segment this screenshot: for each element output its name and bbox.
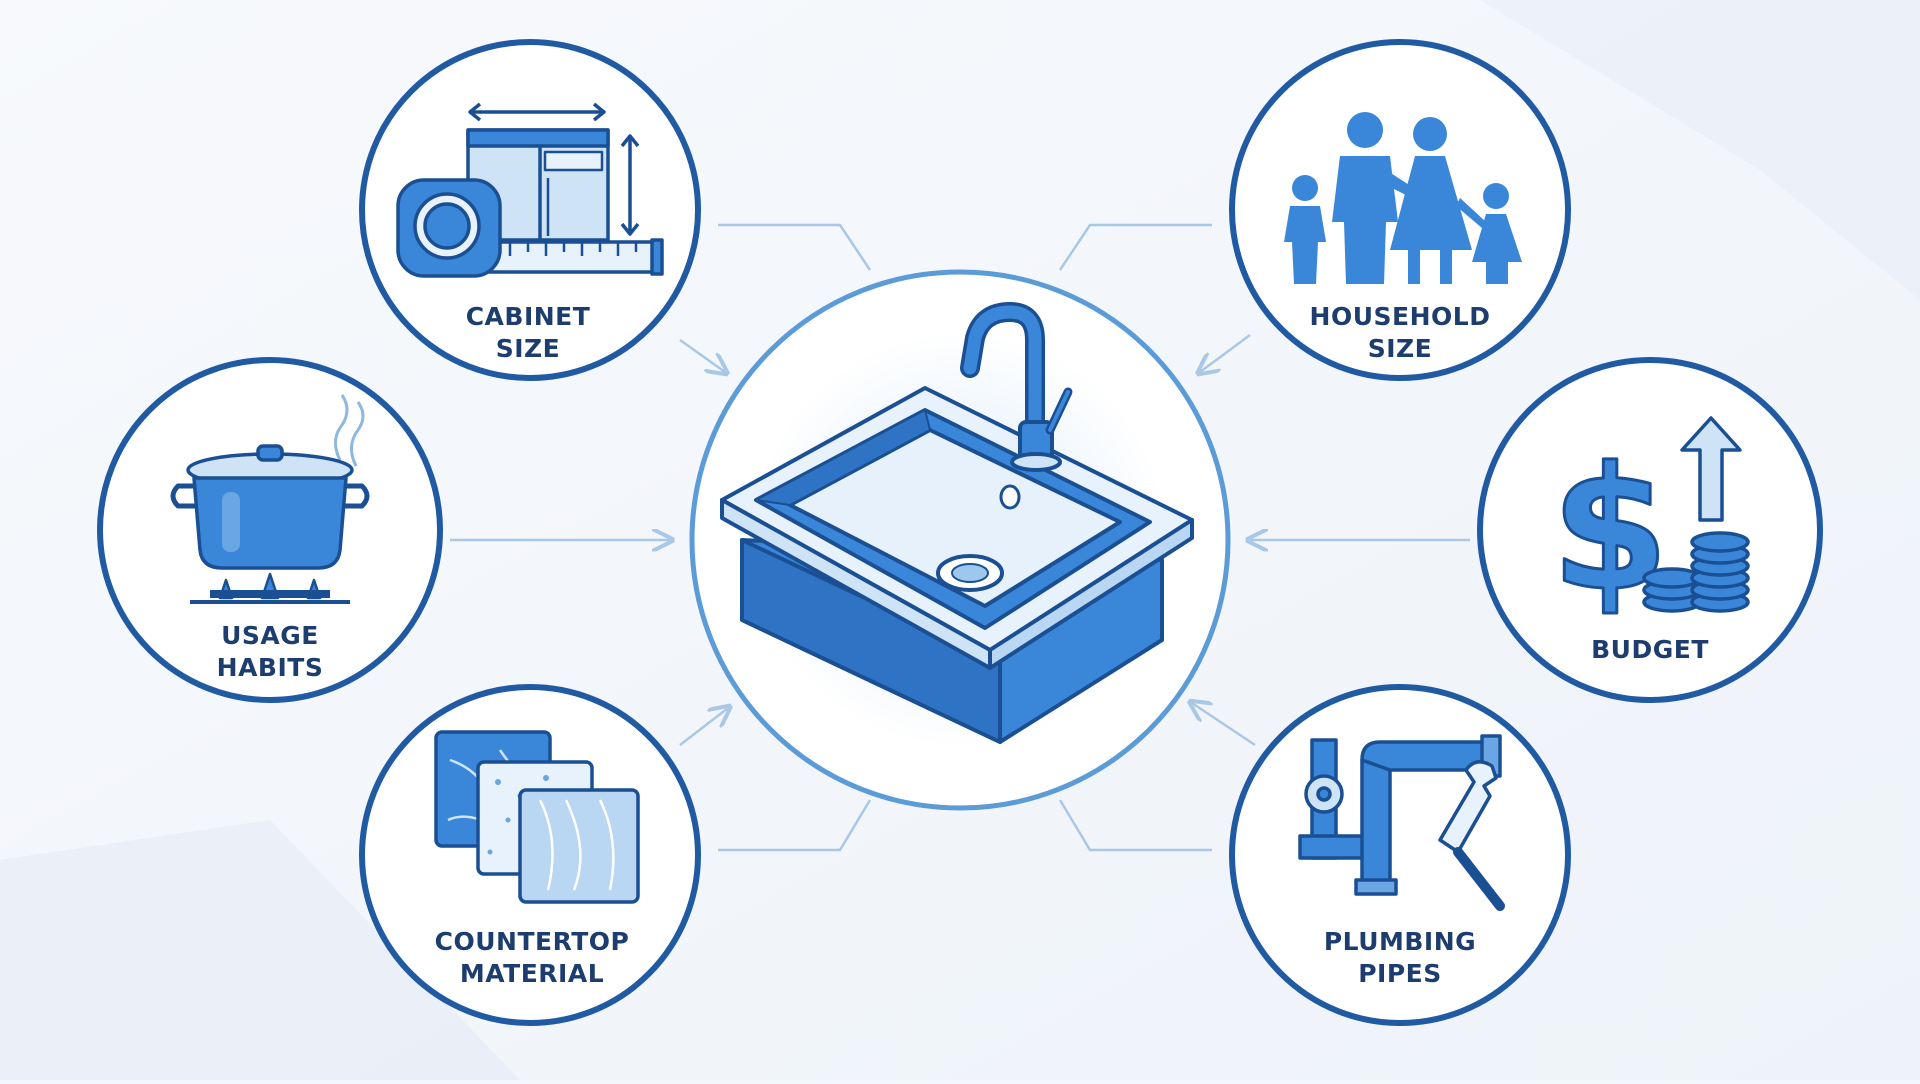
center-node [689,269,1231,811]
cooking-pot-icon [170,394,370,604]
bg-shape-top-right [1480,0,1920,300]
bg-shape-bottom-left [0,820,520,1080]
factor-node-usage: USAGE HABITS [97,357,443,703]
factor-label-countertop-line1: COUNTERTOP [435,927,630,956]
factor-node-countertop: COUNTERTOP MATERIAL [359,684,701,1026]
factor-label-countertop-line2: MATERIAL [460,959,604,988]
dollar-sign: $ [1551,431,1669,629]
factor-label-usage-line1: USAGE [221,621,319,650]
material-samples-icon [434,730,640,904]
factor-node-cabinet: CABINET SIZE [359,39,701,381]
kitchen-sink-icon [720,302,1194,744]
connector-cabinet [718,223,872,271]
connector-household-arrow [1200,333,1251,372]
connector-countertop [718,799,872,852]
connector-countertop-arrow [679,708,728,746]
factor-label-plumbing-line1: PLUMBING [1324,927,1476,956]
factor-label-cabinet-line1: CABINET [466,302,591,331]
factor-label-household-line1: HOUSEHOLD [1310,302,1491,331]
cabinet-measure-icon [396,102,664,278]
factor-label-budget-line1: BUDGET [1591,635,1709,664]
family-icon [1284,112,1522,284]
factor-label-household-line2: SIZE [1368,334,1433,363]
factor-label-cabinet-line2: SIZE [496,334,561,363]
connector-household [1058,223,1212,271]
factor-node-household: HOUSEHOLD SIZE [1229,39,1571,381]
factor-ring-household [1229,39,1571,381]
factor-label-plumbing-line2: PIPES [1358,959,1442,988]
connector-plumbing [1058,799,1212,852]
pipes-wrench-icon [1298,734,1505,911]
factor-label-usage-line2: HABITS [217,653,324,682]
connector-plumbing-arrow [1192,703,1256,747]
connectors [450,223,1470,852]
factor-node-budget: $ BUDGET [1477,357,1823,703]
connector-cabinet-arrow [679,338,725,372]
dollar-coins-icon: $ [1549,416,1750,631]
factor-node-plumbing: PLUMBING PIPES [1229,684,1571,1026]
